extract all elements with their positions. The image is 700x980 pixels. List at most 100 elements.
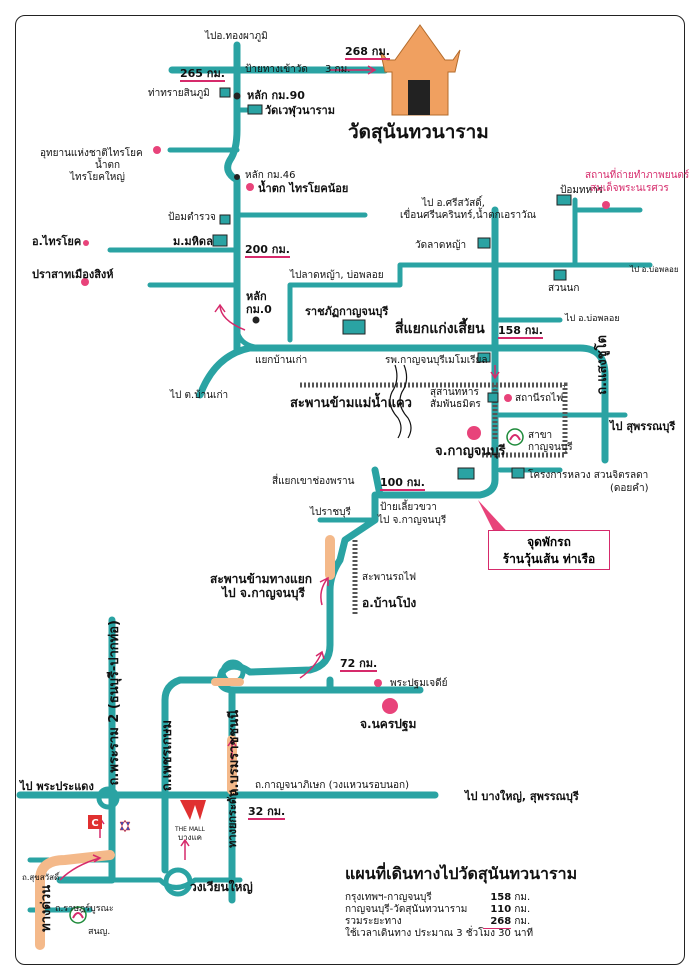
roundabout-wong-wian	[163, 867, 193, 897]
label-to-srisawat: ไป อ.ศรีสวัสดิ์,	[422, 198, 485, 209]
road-wong-wian	[109, 877, 243, 890]
legend-value-1: 158	[490, 892, 512, 903]
building-police	[219, 214, 231, 225]
legend-value-2: 110	[490, 904, 512, 915]
label-sukhumvit: ถ.สุขสวัสดิ์	[22, 873, 60, 882]
rail-line	[300, 382, 568, 458]
map-title: แผนที่เดินทางไปวัดสุนันทวนาราม	[345, 864, 578, 883]
arrow-sri-rat	[227, 738, 237, 760]
label-ratburana: ถ.ราษฎร์บูรณะ	[55, 904, 114, 914]
label-km90: หลัก กม.90	[247, 89, 305, 102]
label-the-mall-2: บางแค	[178, 833, 202, 842]
label-rail-bridge: สะพานรถไฟ	[362, 572, 417, 583]
label-right-turn-2: ไป จ.กาญจนบุรี	[378, 515, 447, 526]
km-32: 32 กม.	[248, 805, 286, 820]
arrow-overpass	[319, 576, 329, 606]
km-100: 100 กม.	[380, 476, 425, 491]
label-film-1: สถานที่ถ่ายทำภาพยนตร์	[585, 170, 690, 181]
label-saiyok-port: ท่าทรายสินภูมิ	[148, 88, 210, 99]
label-phetkasem: ถ.เพชรเกษม	[160, 720, 175, 792]
building-army	[556, 194, 572, 206]
poi-prasat	[81, 278, 89, 286]
km-265: 265 กม.	[180, 67, 225, 82]
label-police: ป้อมตำรวจ	[168, 212, 216, 223]
label-to-suphan: ไป สุพรรณบุรี	[610, 420, 676, 433]
label-to-lat-ya: ไปลาดหญ้า, บ่อพลอย	[290, 270, 384, 281]
km-158: 158 กม.	[498, 324, 543, 339]
callout-stop: จุดพักรถ ร้านวุ้นเส้น ท่าเรือ	[488, 530, 610, 570]
central-logo: C	[88, 815, 102, 829]
road-north-main	[224, 41, 241, 354]
label-express: ทางด่วน	[39, 885, 54, 932]
label-np-saiyok: อุทยานแห่งชาติไทรโยค	[40, 148, 143, 159]
road-nakhon-pathom	[161, 676, 219, 874]
arrow-express	[59, 854, 102, 881]
building-royal	[511, 467, 525, 479]
poi-km90	[233, 92, 241, 100]
label-station: สถานีรถไฟ	[515, 393, 564, 404]
label-np-saiyok-2: น้ำตก	[95, 160, 120, 171]
legend-label-1: กรุงเทพฯ-กาญจนบุรี	[345, 892, 432, 903]
arrow-km0	[214, 303, 246, 331]
label-army: ป้อมทหาร	[560, 185, 604, 196]
label-film-2: สมเด็จพระนเรศวร	[590, 183, 669, 194]
legend-row-1: กรุงเทพฯ-กาญจนบุรี 158 กม.	[345, 892, 533, 904]
label-to-bo-ploi: ไป อ.บ่อพลอย	[630, 265, 679, 274]
temple-title: วัดสุนันทวนาราม	[348, 121, 489, 143]
road-city	[371, 206, 499, 499]
label-branch-1: สาขา	[528, 430, 553, 441]
label-wat-lat-ya: วัดลาดหญ้า	[415, 240, 467, 251]
label-bank: สนญ.	[88, 927, 111, 937]
label-phra-pathom: พระปฐมเจดีย์	[390, 678, 448, 689]
label-thongphaphum: ไปอ.ทองผาภูมิ	[205, 31, 268, 42]
poi-km46	[234, 174, 240, 180]
svg-text:C: C	[91, 818, 98, 829]
arrow-phetkasem	[299, 650, 325, 679]
km-3: 3 กม.	[325, 64, 351, 75]
km-200: 200 กม.	[245, 243, 290, 258]
label-km0-1: หลัก	[246, 290, 267, 303]
label-to-ratchaburi: ไปราชบุรี	[310, 507, 351, 518]
arrow-temple	[330, 65, 377, 75]
legend: กรุงเทพฯ-กาญจนบุรี 158 กม. กาญจนบุรี-วัด…	[345, 892, 533, 940]
callout-stop-2: ร้านวุ้นเส้น ท่าเรือ	[502, 552, 596, 566]
label-overpass-1: สะพานข้ามทางแยก	[210, 572, 313, 586]
label-saeng-chuto: ถ.แสงชูโต	[595, 335, 610, 395]
poi-waterfall	[246, 183, 254, 191]
legend-travel-time: ใช้เวลาเดินทาง ประมาณ 3 ชั่วโมง 30 นาที	[345, 928, 534, 939]
building-museum	[487, 392, 499, 403]
label-sri-rat: ทางยกระดับ	[226, 790, 239, 848]
label-right-turn-1: ป้ายเลี้ยวขวา	[380, 502, 437, 513]
label-to-bo-ploi-2: ไป อ.บ่อพลอย	[565, 314, 620, 324]
label-kanchanaphisek: ถ.กาญจนาภิเษก (วงแหวนรอบนอก)	[255, 780, 409, 791]
legend-value-3: 268	[483, 916, 512, 929]
label-dam: เขื่อนศรีนครินทร์,น้ำตกเอราวัณ	[400, 210, 536, 221]
label-np-saiyok-3: ไทรโยคใหญ่	[70, 172, 125, 183]
building-mahidol	[212, 234, 228, 247]
label-museum-1: สุสานทหาร	[430, 387, 479, 398]
label-museum-2: สัมพันธมิตร	[430, 399, 481, 410]
building-port	[219, 87, 231, 98]
label-branch-2: กาญจนบุรี	[528, 442, 573, 453]
building-wat-lat-ya	[477, 237, 491, 249]
bank-icon-kan	[506, 428, 524, 446]
poi-saiyok	[83, 240, 89, 246]
label-intersection-kaeng: สี่แยกแก่งเสี้ยน	[395, 321, 485, 337]
road-south-link	[246, 491, 379, 676]
legend-label-3: รวมระยะทาง	[345, 916, 402, 927]
poi-film	[602, 201, 610, 209]
building-suan-nok	[553, 269, 567, 281]
poi-phra-pathom	[374, 679, 382, 687]
legend-label-2: กาญจนบุรี-วัดสุนันทวนาราม	[345, 904, 468, 915]
label-suan-nok: สวนนก	[548, 283, 580, 294]
label-royal-1: โครงการหลวง สวนจิตรลดา	[528, 470, 649, 481]
roundabout-pradaeng	[96, 786, 120, 810]
building-stop	[457, 467, 475, 480]
label-saiyok: อ.ไทรโยค	[32, 235, 82, 248]
label-wat-wepu: วัดเวฬุวนาราม	[265, 104, 335, 117]
label-rama2: ถ.พระราม 2 (ธนบุรี-ปากท่อ)	[107, 620, 122, 786]
arrow-mall	[180, 838, 190, 860]
poi-kanchanaburi	[467, 426, 481, 440]
label-royal-2: (ดอยคำ)	[610, 483, 649, 494]
